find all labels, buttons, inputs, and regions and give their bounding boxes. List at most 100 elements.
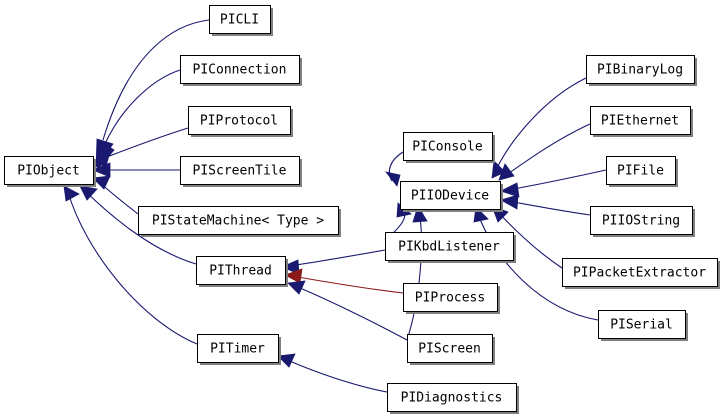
- class-node-pitimer[interactable]: PITimer: [197, 334, 282, 366]
- class-node-piobject[interactable]: PIObject: [4, 156, 97, 188]
- node-box[interactable]: [209, 5, 271, 34]
- class-node-pikbdlistener[interactable]: PIKbdListener: [385, 232, 517, 264]
- arrowhead-icon: [63, 185, 80, 202]
- class-node-pistatemachine[interactable]: PIStateMachine< Type >: [138, 206, 342, 238]
- arrowhead-icon: [498, 163, 515, 181]
- edge-line: [291, 275, 404, 294]
- edge-piscreen-to-pithread: [287, 280, 408, 341]
- edge-pikbdlistener-to-pithread: [280, 249, 386, 275]
- arrowhead-icon: [91, 151, 111, 167]
- node-box[interactable]: [196, 256, 286, 285]
- edge-piprotocol-to-piobject: [91, 127, 189, 167]
- node-box[interactable]: [590, 206, 693, 235]
- edge-pibinarylog-to-piiodevice: [491, 77, 587, 179]
- node-label: PIConnection: [193, 63, 287, 78]
- node-label: PIIODevice: [411, 189, 489, 204]
- node-label: PISerial: [610, 318, 673, 333]
- class-node-pifile[interactable]: PIFile: [606, 156, 679, 188]
- class-node-piiodevice[interactable]: PIIODevice: [400, 181, 504, 213]
- node-box[interactable]: [188, 106, 291, 135]
- node-box[interactable]: [385, 232, 514, 261]
- node-label: PIScreen: [418, 342, 481, 357]
- node-label: PIPacketExtractor: [573, 266, 706, 281]
- class-node-picli[interactable]: PICLI: [209, 5, 274, 37]
- arrowhead-icon: [280, 259, 300, 275]
- node-box[interactable]: [590, 106, 691, 135]
- class-node-pithread[interactable]: PIThread: [196, 256, 289, 288]
- arrowhead-icon: [385, 171, 401, 187]
- class-node-piscreen[interactable]: PIScreen: [407, 334, 496, 366]
- arrowhead-icon: [287, 280, 306, 295]
- node-box[interactable]: [180, 55, 300, 84]
- node-label: PIStateMachine< Type >: [152, 214, 324, 229]
- class-node-pipacketextractor[interactable]: PIPacketExtractor: [562, 258, 721, 290]
- node-label: PIScreenTile: [193, 164, 287, 179]
- node-box[interactable]: [407, 334, 493, 363]
- arrowhead-icon: [499, 182, 520, 198]
- node-box[interactable]: [586, 55, 695, 84]
- node-label: PIDiagnostics: [401, 391, 503, 406]
- class-node-pidiagnostics[interactable]: PIDiagnostics: [387, 383, 520, 415]
- edge-line: [406, 212, 423, 341]
- arrowhead-icon: [491, 160, 506, 179]
- class-node-piconnection[interactable]: PIConnection: [180, 55, 303, 87]
- arrowhead-icon: [91, 162, 111, 178]
- node-box[interactable]: [403, 283, 498, 312]
- arrowhead-icon: [499, 194, 519, 210]
- class-node-piprotocol[interactable]: PIProtocol: [188, 106, 294, 138]
- node-box[interactable]: [197, 334, 279, 363]
- node-box[interactable]: [598, 310, 686, 339]
- edge-line: [102, 19, 210, 141]
- edge-picli-to-piobject: [95, 19, 210, 169]
- node-label: PIObject: [17, 164, 80, 179]
- node-label: PIKbdListener: [398, 240, 500, 255]
- edge-pitimer-to-piobject: [63, 185, 198, 345]
- edge-pithread-to-piobject: [79, 185, 197, 265]
- node-label: PIProtocol: [200, 114, 278, 129]
- edge-line: [507, 200, 591, 216]
- class-node-pibinarylog[interactable]: PIBinaryLog: [586, 55, 698, 87]
- node-label: PIThread: [209, 264, 272, 279]
- edge-piethernet-to-piiodevice: [498, 123, 591, 181]
- node-box[interactable]: [387, 383, 517, 412]
- class-node-piprocess[interactable]: PIProcess: [403, 283, 501, 315]
- node-label: PITimer: [210, 342, 265, 357]
- class-node-piethernet[interactable]: PIEthernet: [590, 106, 694, 138]
- edge-line: [103, 69, 181, 147]
- edge-line: [287, 249, 386, 267]
- edge-piconsole-to-piiodevice: [385, 151, 404, 187]
- node-box[interactable]: [562, 258, 718, 287]
- edge-pidiagnostics-to-pitimer: [277, 353, 388, 393]
- class-node-piiostring[interactable]: PIIOString: [590, 206, 696, 238]
- edge-line: [284, 358, 388, 393]
- node-box[interactable]: [403, 132, 493, 161]
- edge-line: [84, 190, 197, 265]
- node-box[interactable]: [606, 156, 676, 185]
- edge-pifile-to-piiodevice: [499, 169, 607, 198]
- class-node-piserial[interactable]: PISerial: [598, 310, 689, 342]
- edge-line: [294, 285, 408, 341]
- node-label: PIProcess: [415, 291, 485, 306]
- nodes-layer: PIObject PICLI PIConnectionPIProtocolPIScr…: [4, 5, 721, 415]
- node-box[interactable]: [180, 156, 300, 185]
- edge-pistatemachine-to-piobject: [92, 175, 139, 215]
- node-label: PIIOString: [602, 214, 680, 229]
- node-label: PIBinaryLog: [597, 63, 683, 78]
- node-box[interactable]: [400, 181, 501, 210]
- node-label: PICLI: [220, 13, 259, 28]
- edge-piscreen-to-piiodevice: [406, 205, 428, 341]
- node-box[interactable]: [4, 156, 94, 185]
- edge-line: [504, 123, 591, 177]
- node-label: PIFile: [617, 164, 664, 179]
- edge-line: [494, 77, 587, 173]
- edge-piscreentile-to-piobject: [91, 162, 180, 178]
- edge-line: [477, 213, 599, 321]
- edge-line: [507, 169, 607, 191]
- node-box[interactable]: [138, 206, 339, 235]
- node-label: PIEthernet: [601, 114, 679, 129]
- class-node-piconsole[interactable]: PIConsole: [403, 132, 496, 164]
- node-label: PIConsole: [412, 140, 483, 155]
- class-node-piscreentile[interactable]: PIScreenTile: [180, 156, 303, 188]
